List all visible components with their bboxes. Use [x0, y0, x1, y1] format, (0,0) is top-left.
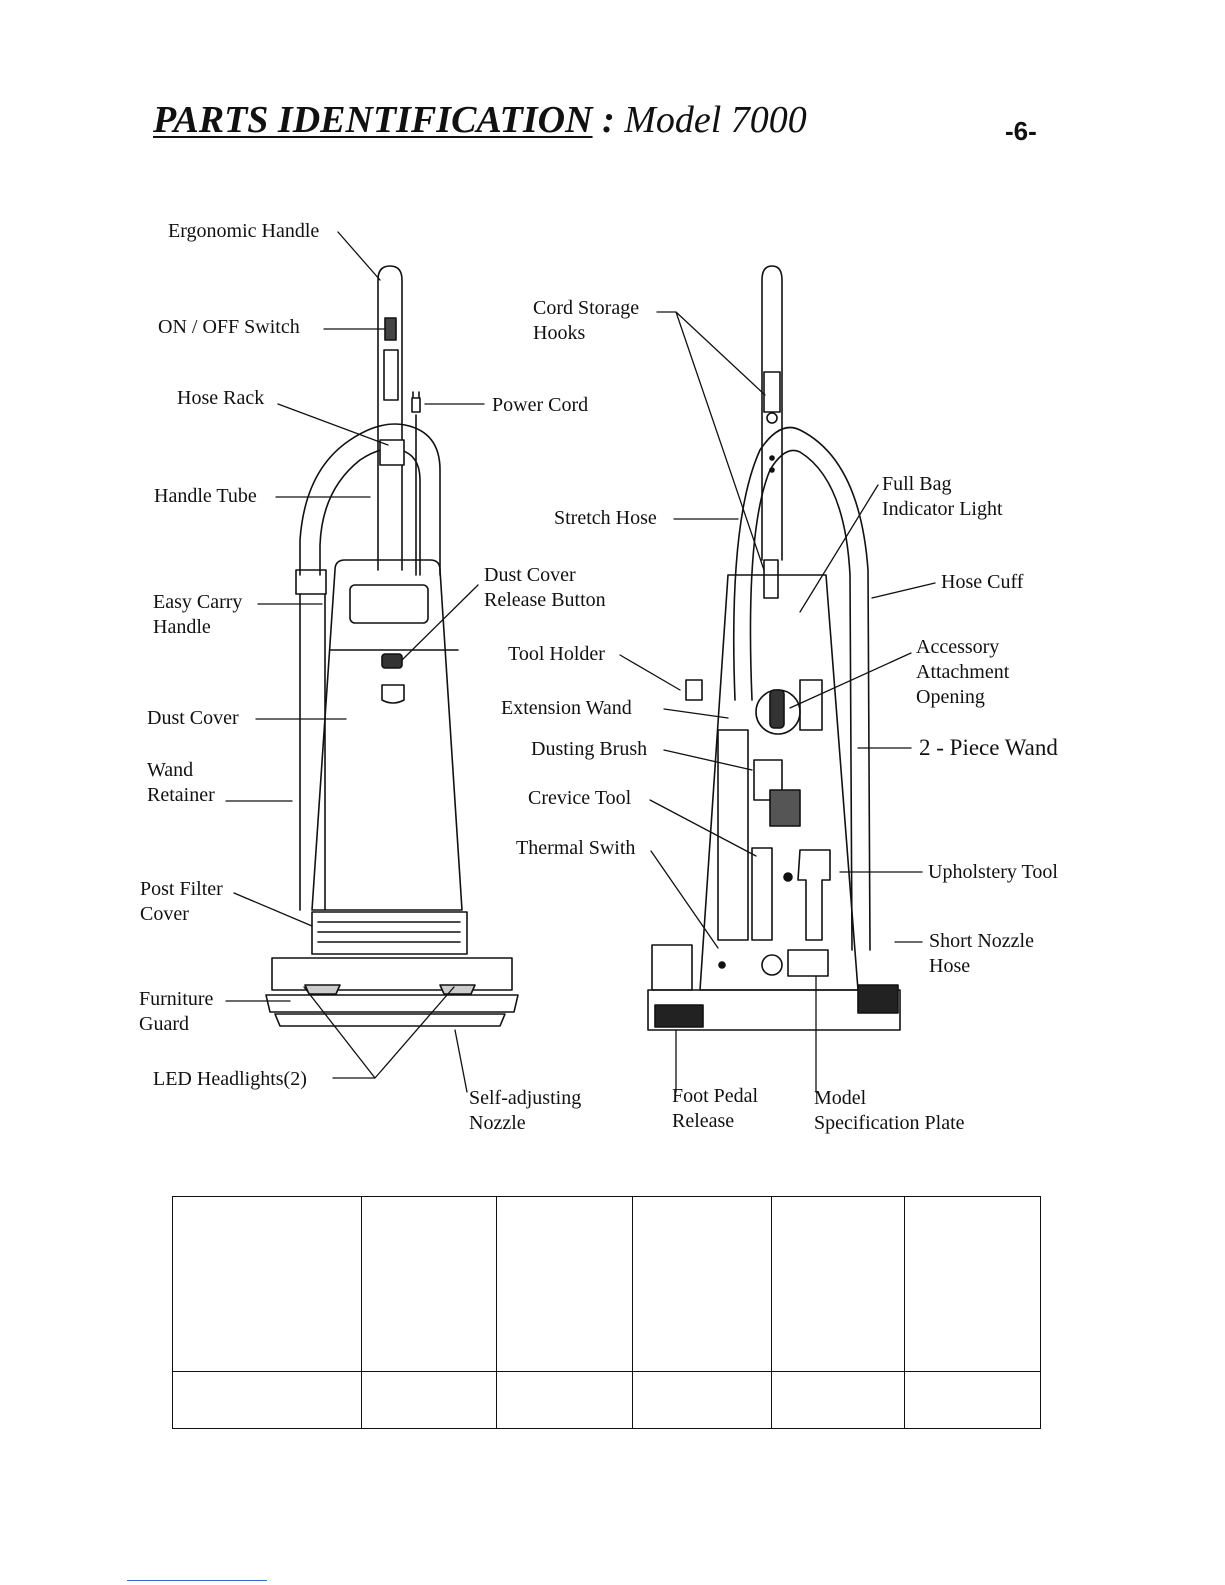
empty-grid-table: [172, 1196, 1041, 1429]
table-cell: [904, 1196, 1041, 1372]
title-main: PARTS IDENTIFICATION: [153, 99, 593, 141]
label-hose-cuff: Hose Cuff: [941, 571, 1024, 593]
front-release-button: [381, 653, 403, 669]
rear-body: [699, 574, 859, 991]
label-dusting-brush: Dusting Brush: [531, 738, 648, 760]
rear-upholstery-tool: [797, 849, 831, 941]
rear-wheel-left: [654, 1004, 704, 1028]
front-on-off-switch: [384, 317, 397, 341]
table-cell: [361, 1371, 497, 1429]
front-filter-grille: [311, 911, 468, 955]
table-cell: [904, 1371, 1041, 1429]
table-cell: [361, 1196, 497, 1372]
label-ergonomic-handle: Ergonomic Handle: [168, 220, 320, 242]
table-row: [172, 1196, 1041, 1372]
front-base: [271, 957, 513, 991]
front-grille-lines: [317, 921, 461, 943]
table-cell: [771, 1371, 905, 1429]
rear-tool-holder: [685, 679, 703, 701]
front-hose-inner: [319, 447, 421, 576]
rear-hose-inner: [749, 449, 853, 951]
label-power-cord: Power Cord: [492, 394, 589, 416]
label-dust-cover: Dust Cover: [147, 707, 239, 729]
label-two-piece-wand: 2 - Piece Wand: [919, 735, 1058, 760]
label-upholstery-tool: Upholstery Tool: [928, 861, 1058, 883]
rear-hose-outer: [732, 426, 871, 951]
label-tool-holder: Tool Holder: [508, 643, 605, 665]
front-carry-handle: [349, 584, 429, 624]
table-cell: [632, 1196, 772, 1372]
front-view-drawing: [265, 265, 519, 1027]
label-led-headlights: LED Headlights(2): [153, 1068, 307, 1090]
rear-foot-pedal: [651, 944, 693, 991]
front-headlight-left: [304, 984, 341, 995]
rear-model-plate: [787, 949, 829, 977]
rear-handle: [761, 265, 783, 561]
label-thermal-switch: Thermal Swith: [516, 837, 636, 859]
front-headlight-right: [439, 984, 476, 995]
rear-view-drawing: [647, 265, 901, 1031]
front-hose-cuff: [295, 569, 327, 595]
label-crevice-tool: Crevice Tool: [528, 787, 632, 809]
rear-accessory-tip: [769, 689, 785, 729]
table-cell: [172, 1371, 362, 1429]
front-base-lower: [265, 994, 519, 1013]
rear-brush-bristles: [769, 789, 801, 827]
rear-thermal-switch: [718, 961, 726, 969]
front-hose-outer: [299, 423, 441, 576]
table-cell: [496, 1196, 633, 1372]
table-cell: [496, 1371, 633, 1429]
label-on-off-switch: ON / OFF Switch: [158, 316, 300, 338]
footer-rule: [127, 1580, 267, 1581]
page-title: PARTS IDENTIFICATION : Model 7000: [153, 98, 807, 142]
front-wand-column: [299, 593, 326, 911]
leader-lines: [225, 231, 936, 1093]
title-model: Model 7000: [624, 99, 807, 141]
label-stretch-hose: Stretch Hose: [554, 507, 657, 529]
front-body: [311, 559, 463, 911]
rear-indicator-panel: [799, 679, 823, 731]
rear-extension-wand: [717, 729, 749, 941]
label-extension-wand: Extension Wand: [501, 697, 632, 719]
table-cell: [771, 1196, 905, 1372]
front-nozzle: [274, 1013, 506, 1027]
rear-wheel-right: [857, 984, 899, 1014]
table-cell: [172, 1196, 362, 1372]
front-cover-notch: [381, 684, 405, 704]
title-separator: :: [602, 99, 615, 141]
front-grip-window: [383, 349, 399, 401]
table-row: [172, 1371, 1041, 1429]
page-number: -6-: [1005, 116, 1037, 146]
rear-cord-hook-bolt: [766, 412, 778, 424]
rear-crevice-tool: [751, 847, 773, 941]
front-power-cord: [411, 391, 421, 576]
rear-cord-hook-lower: [763, 559, 779, 599]
rear-cord-hook-top: [763, 371, 781, 413]
label-hose-rack: Hose Rack: [177, 387, 265, 409]
front-handle-grip: [377, 265, 403, 571]
table-cell: [632, 1371, 772, 1429]
label-handle-tube: Handle Tube: [154, 485, 257, 507]
